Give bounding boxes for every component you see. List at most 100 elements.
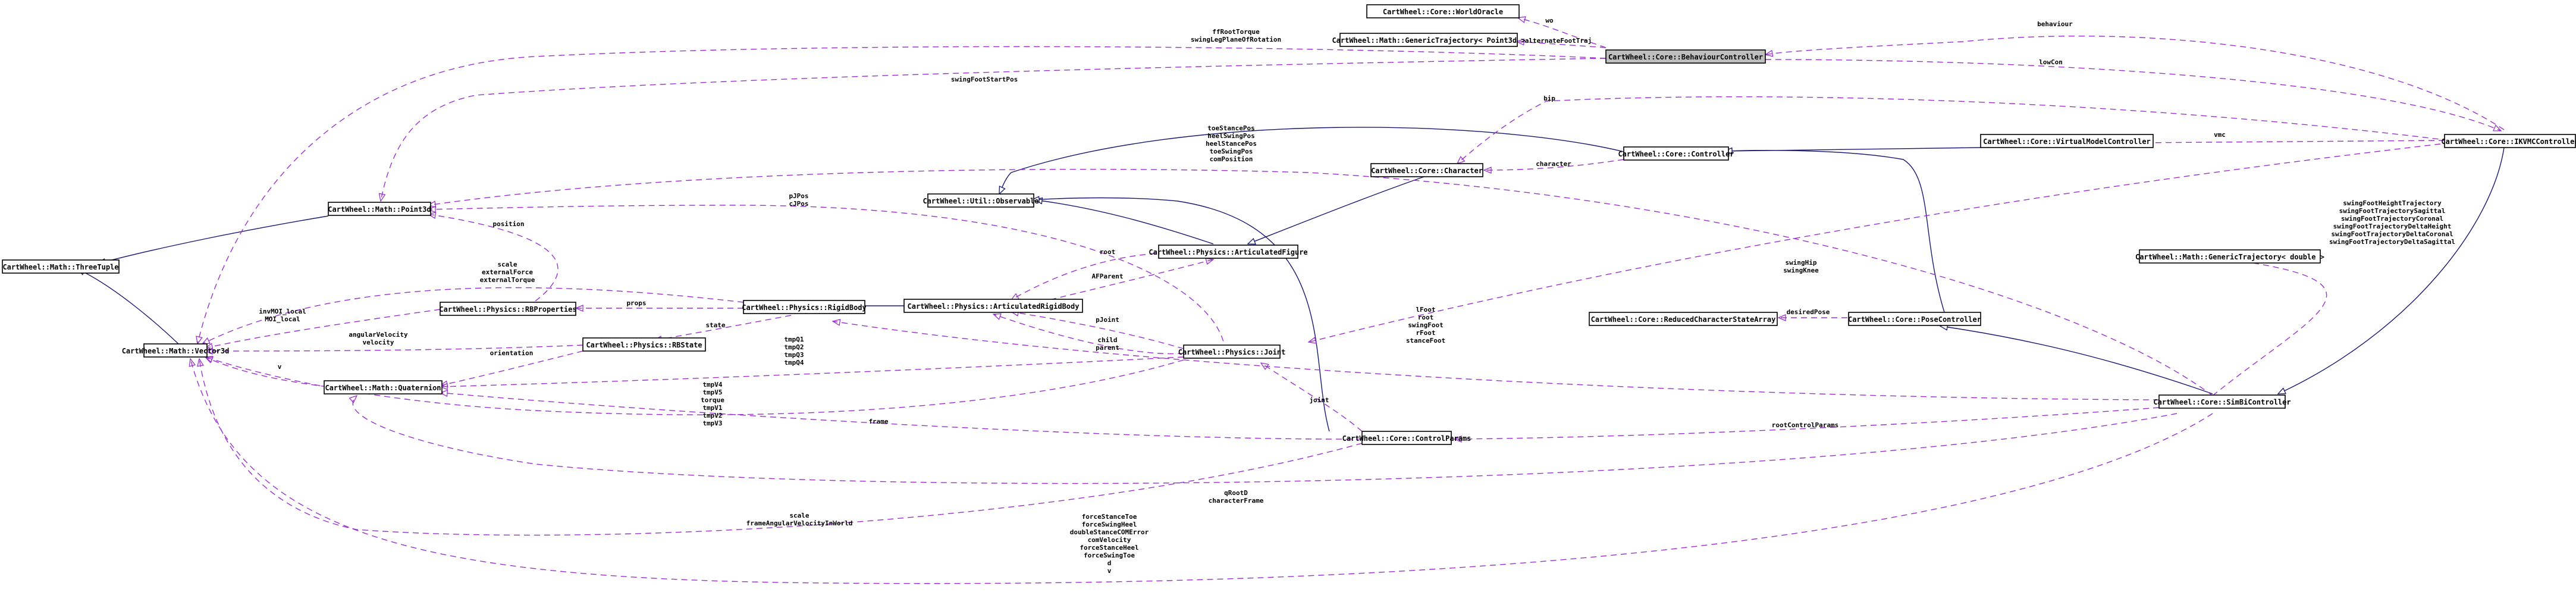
edge-tmpq [440, 356, 1184, 387]
edge-label-line: forceStanceHeel [1080, 544, 1138, 552]
node-label-ikvmc-controller: CartWheel::Core::IKVMCController [2441, 137, 2576, 146]
edge-label-line: heelStancePos [1206, 140, 1257, 148]
edge-label-props: props [626, 299, 646, 307]
node-label-quaternion: CartWheel::Math::Quaternion [325, 384, 441, 392]
edge-label-joint: joint [1309, 396, 1329, 404]
edge-afparent [1011, 259, 1213, 310]
edge-label-state: state [705, 321, 725, 329]
edge-label-line: tmpV5 [702, 389, 722, 396]
node-point3d[interactable]: CartWheel::Math::Point3d [328, 202, 431, 216]
edge-label-vmc: vmc [2214, 131, 2226, 139]
node-character[interactable]: CartWheel::Core::Character [1370, 163, 1483, 177]
edge-label-line: swingFootStartPos [951, 76, 1018, 83]
node-vector3d[interactable]: CartWheel::Math::Vector3d [122, 343, 230, 358]
node-virtual-model-controller[interactable]: CartWheel::Core::VirtualModelController [1980, 134, 2154, 148]
node-label-joint: CartWheel::Physics::Joint [1178, 348, 1286, 356]
edge-label-afparent: AFParent [1092, 272, 1124, 280]
edge-label-line: lFoot [1416, 306, 1435, 314]
edge-swing-foot-traj [2201, 256, 2327, 396]
node-joint[interactable]: CartWheel::Physics::Joint [1178, 344, 1286, 359]
node-behaviour-controller[interactable]: CartWheel::Core::BehaviourController [1605, 49, 1766, 64]
edge-label-line: forceStanceToe [1082, 513, 1137, 521]
edge-label-line: root [1418, 314, 1434, 321]
node-observable[interactable]: CartWheel::Util::Observable [923, 193, 1039, 208]
node-generic-trajectory-point3d[interactable]: CartWheel::Math::GenericTrajectory< Poin… [1332, 33, 1526, 47]
node-ikvmc-controller[interactable]: CartWheel::Core::IKVMCController [2441, 134, 2576, 148]
node-control-params[interactable]: CartWheel::Core::ControlParams [1342, 431, 1471, 445]
edge-position [428, 214, 559, 302]
edge-label-line: swingHip [1786, 259, 1817, 267]
edge-label-line: d [1107, 559, 1112, 567]
node-label-character: CartWheel::Core::Character [1371, 167, 1483, 175]
node-quaternion[interactable]: CartWheel::Math::Quaternion [324, 380, 443, 394]
edge-label-line: root [1100, 248, 1116, 256]
edge-label-line: props [626, 299, 646, 307]
edge-label-line: parent [1096, 344, 1119, 352]
node-pose-controller[interactable]: CartWheel::Core::PoseController [1848, 312, 1981, 326]
edge-ikvmc-to-simbicon [2278, 147, 2505, 394]
edge-label-line: tmpQ3 [784, 351, 804, 359]
edge-label-line: heelSwingPos [1207, 132, 1254, 140]
edge-label-line: AFParent [1092, 272, 1124, 280]
edge-behaviour [1765, 35, 2505, 130]
node-rb-state[interactable]: CartWheel::Physics::RBState [582, 337, 706, 352]
edge-label-line: alternateFootTraj [1525, 37, 1592, 45]
edge-label-line: cJPos [789, 200, 808, 208]
edge-controller-to-observable [999, 127, 1624, 194]
node-label-reduced-character-state: CartWheel::Core::ReducedCharacterStateAr… [1591, 315, 1776, 324]
edge-label-line: joint [1309, 396, 1329, 404]
node-label-rb-state: CartWheel::Physics::RBState [586, 341, 702, 349]
edge-label-line: state [705, 321, 725, 329]
edge-root [1011, 252, 1166, 300]
edge-label-line: character [1536, 160, 1571, 168]
edge-articulatedfigure-to-observable [1035, 200, 1214, 245]
node-label-articulated-rigid-body: CartWheel::Physics::ArticulatedRigidBody [908, 302, 1080, 311]
node-rigid-body[interactable]: CartWheel::Physics::RigidBody [742, 300, 867, 314]
edge-vector3d-to-threetuple [77, 269, 179, 344]
edge-label-line: toeStancePos [1207, 124, 1254, 132]
edge-label-line: orientation [490, 349, 534, 357]
node-world-oracle[interactable]: CartWheel::Core::WorldOracle [1366, 4, 1520, 18]
edge-character-to-articulatedfigure [1248, 175, 1428, 244]
edge-child-parent [993, 314, 1184, 355]
edge-label-frame: frame [868, 418, 888, 425]
node-articulated-figure[interactable]: CartWheel::Physics::ArticulatedFigure [1149, 245, 1308, 259]
edge-root-control-params [1454, 407, 2160, 439]
node-label-simbicon: CartWheel::Core::SimBiController [2153, 398, 2291, 406]
node-label-articulated-figure: CartWheel::Physics::ArticulatedFigure [1149, 248, 1307, 256]
edge-label-line: bip [1543, 95, 1555, 102]
edge-label-v: v [278, 363, 282, 371]
edge-label-line: externalForce [482, 268, 533, 276]
node-rb-properties[interactable]: CartWheel::Physics::RBProperties [439, 302, 577, 316]
node-label-three-tuple: CartWheel::Math::ThreeTuple [2, 263, 118, 271]
edge-label-line: lowCon [2039, 58, 2063, 66]
edge-label-pjoint: pJoint [1096, 316, 1119, 324]
edge-label-line: tmpQ2 [784, 343, 804, 351]
node-controller[interactable]: CartWheel::Core::Controller [1618, 146, 1734, 161]
node-three-tuple[interactable]: CartWheel::Math::ThreeTuple [2, 259, 120, 274]
node-generic-trajectory-double[interactable]: CartWheel::Math::GenericTrajectory< doub… [2135, 249, 2324, 264]
edge-label-line: scale [789, 512, 809, 519]
node-articulated-rigid-body[interactable]: CartWheel::Physics::ArticulatedRigidBody [903, 299, 1083, 313]
edge-scale-frame [199, 359, 1363, 536]
node-reduced-character-state[interactable]: CartWheel::Core::ReducedCharacterStateAr… [1589, 312, 1778, 326]
edge-label-line: forceSwingHeel [1082, 521, 1137, 528]
edge-label-line: rootControlParams [1772, 421, 1839, 429]
edge-label-line: forceSwingToe [1084, 552, 1135, 559]
edge-pjpos-cjpos [428, 205, 1226, 352]
edge-label-alternate-foot-traj: alternateFootTraj [1525, 37, 1592, 45]
edge-feet [833, 321, 2160, 400]
edge-label-line: vmc [2214, 131, 2226, 139]
edge-label-root: root [1100, 248, 1116, 256]
edge-label-line: scale [497, 261, 517, 268]
node-simbicon[interactable]: CartWheel::Core::SimBiController [2153, 394, 2291, 409]
